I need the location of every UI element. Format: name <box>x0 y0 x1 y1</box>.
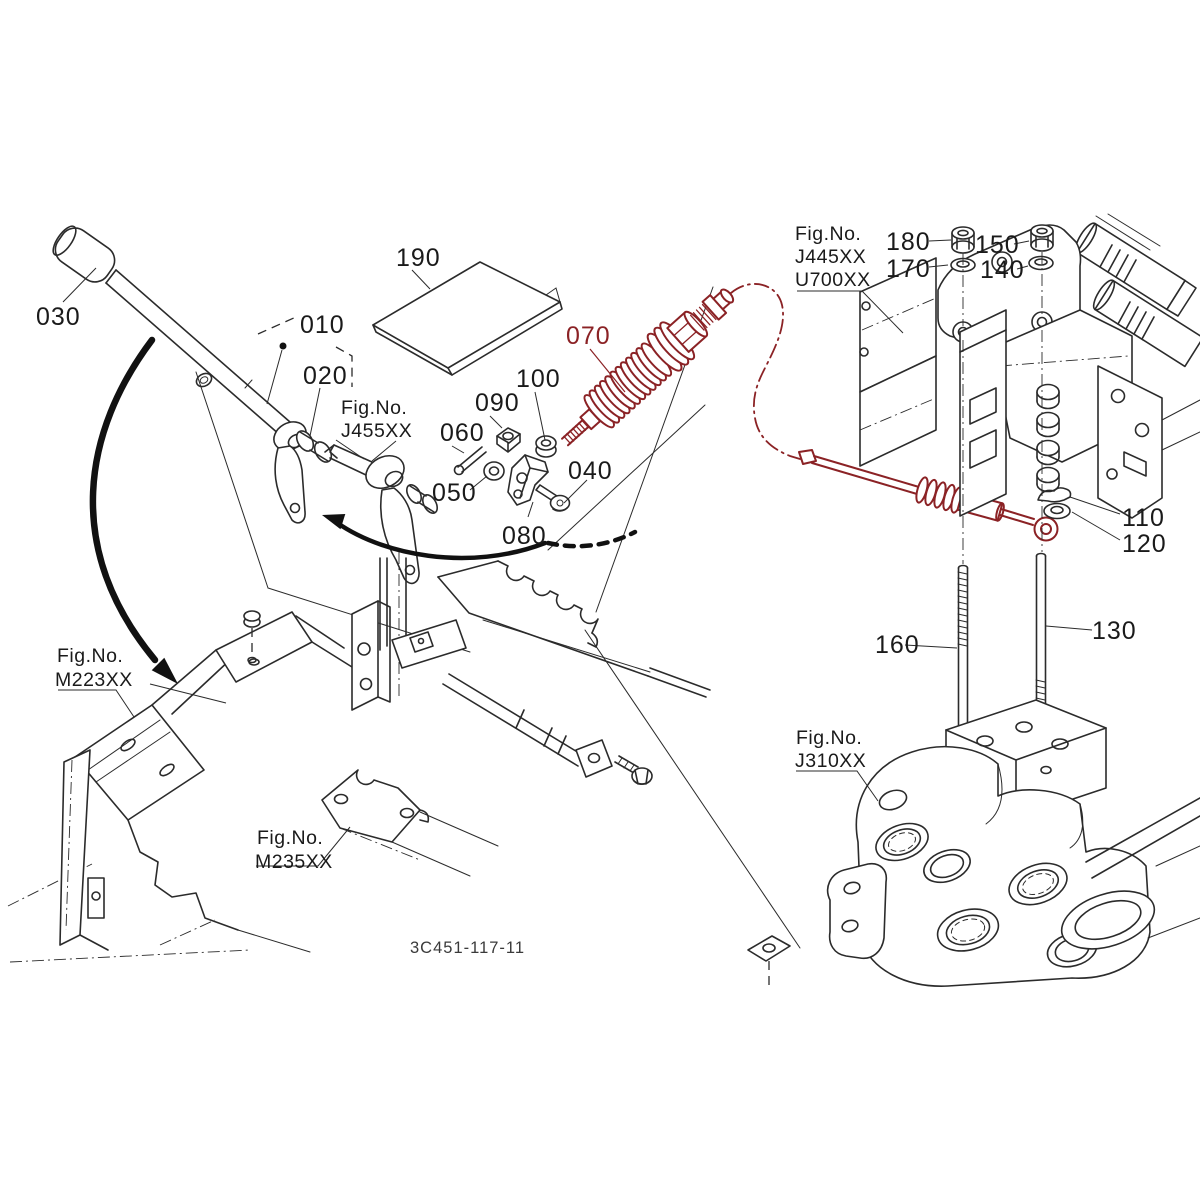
nut-150 <box>1031 225 1053 251</box>
lever-assembly-010-reference <box>258 317 352 404</box>
fig-ref-m223-line1[interactable]: Fig.No. <box>57 645 123 667</box>
plate-190 <box>373 262 562 375</box>
callout-040[interactable]: 040 <box>568 457 613 485</box>
motion-arrow-large <box>93 340 178 684</box>
fig-ref-j455-line2[interactable]: J455XX <box>341 420 412 442</box>
callout-labels: 030 010 020 190 070 100 090 060 050 080 … <box>36 228 1167 659</box>
bushing-020 <box>293 428 335 465</box>
valve-plugs <box>1037 385 1059 492</box>
callout-180[interactable]: 180 <box>886 228 931 256</box>
fig-ref-m235-line1[interactable]: Fig.No. <box>257 827 323 849</box>
control-valve-assembly <box>860 214 1200 518</box>
lever-j455 <box>325 445 440 583</box>
callout-170[interactable]: 170 <box>886 255 931 283</box>
fig-ref-j455-line1[interactable]: Fig.No. <box>341 397 407 419</box>
fig-ref-j310-line2[interactable]: J310XX <box>795 750 866 772</box>
leader-lines <box>58 240 1120 866</box>
flange-nut-100 <box>536 436 556 457</box>
callout-110[interactable]: 110 <box>1122 504 1165 532</box>
callout-060[interactable]: 060 <box>440 419 485 447</box>
fig-ref-j445-line1[interactable]: Fig.No. <box>795 223 861 245</box>
drawing-number: 3C451-117-11 <box>410 939 525 957</box>
clevis-080 <box>508 455 548 505</box>
callout-140[interactable]: 140 <box>980 256 1025 284</box>
callout-080[interactable]: 080 <box>502 522 547 550</box>
callout-160[interactable]: 160 <box>875 631 920 659</box>
clip-110 <box>1038 488 1071 502</box>
bracket-m223 <box>60 611 360 952</box>
figure-references: Fig.No. J455XX Fig.No. J445XX U700XX Fig… <box>55 223 871 873</box>
callout-020[interactable]: 020 <box>303 362 348 390</box>
fig-ref-j445-line3[interactable]: U700XX <box>795 269 871 291</box>
callout-070[interactable]: 070 <box>566 322 611 350</box>
fig-ref-m223-line2[interactable]: M223XX <box>55 669 133 691</box>
callout-190[interactable]: 190 <box>396 244 441 272</box>
fig-ref-j445-line2[interactable]: J445XX <box>795 246 866 268</box>
washer-050 <box>484 462 504 480</box>
callout-120[interactable]: 120 <box>1122 530 1167 558</box>
plate-m235 <box>322 770 498 876</box>
support-frame <box>352 552 710 784</box>
callout-130[interactable]: 130 <box>1092 617 1137 645</box>
callout-050[interactable]: 050 <box>432 479 477 507</box>
bolt-040 <box>536 485 570 511</box>
washer-120 <box>1044 504 1070 519</box>
callout-100[interactable]: 100 <box>516 365 561 393</box>
callout-010[interactable]: 010 <box>300 311 345 339</box>
lower-valve-block <box>748 700 1200 986</box>
nut-180 <box>952 227 974 253</box>
washer-140 <box>1029 257 1053 270</box>
motion-arrow-small <box>322 514 635 558</box>
square-nut-090 <box>497 428 520 452</box>
cotter-pin-060 <box>455 447 487 475</box>
lever-030 <box>48 221 311 523</box>
callout-090[interactable]: 090 <box>475 389 520 417</box>
fig-ref-j310-line1[interactable]: Fig.No. <box>796 727 862 749</box>
callout-030[interactable]: 030 <box>36 303 81 331</box>
fig-ref-m235-line2[interactable]: M235XX <box>255 851 333 873</box>
callout-150[interactable]: 150 <box>975 231 1020 259</box>
